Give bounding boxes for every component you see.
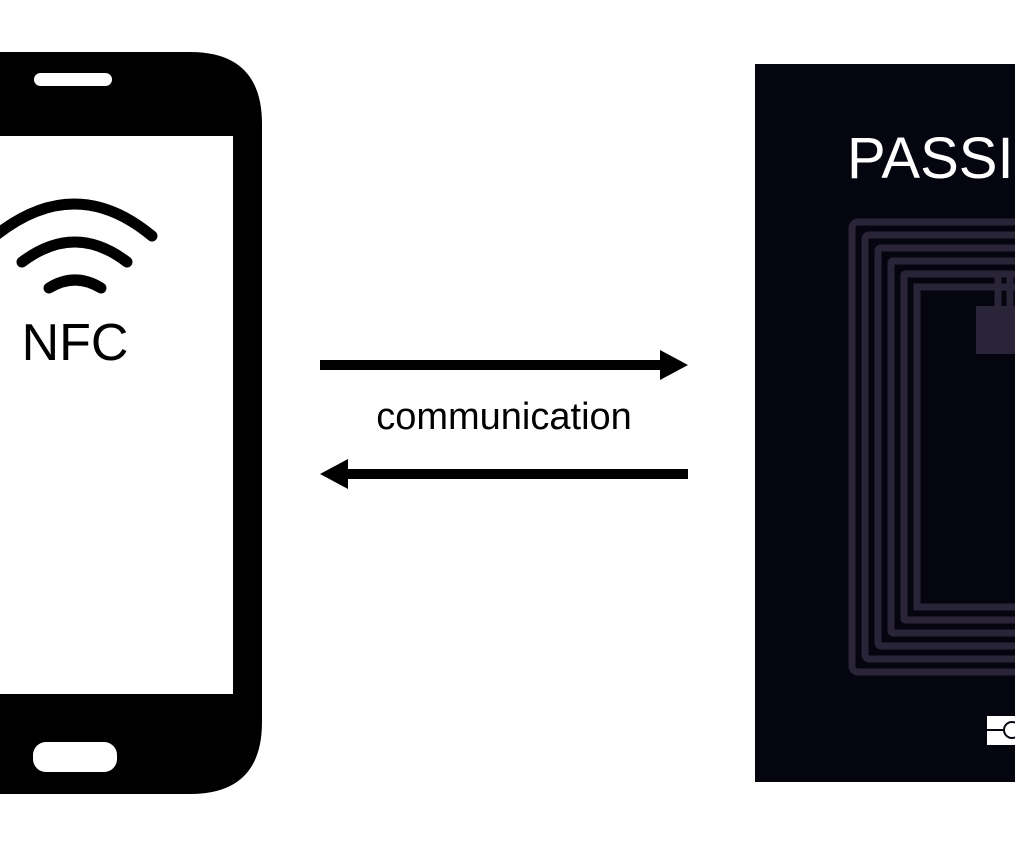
nfc-label: NFC: [22, 314, 129, 372]
nfc-waves-icon: [0, 198, 158, 294]
arrow-right-icon: [320, 350, 688, 380]
phone-earpiece: [34, 73, 112, 86]
biometric-chip-icon: [976, 306, 1015, 354]
arrow-left-icon: [320, 459, 688, 489]
rfid-antenna-icon: [848, 218, 1015, 676]
smartphone: NFC: [0, 52, 262, 794]
communication-label: communication: [376, 396, 632, 438]
phone-screen: [0, 136, 233, 694]
communication-link: communication: [320, 350, 688, 489]
epassport-symbol-icon: [987, 716, 1015, 745]
phone-home-button: [33, 742, 117, 772]
passport-title: PASSI: [847, 126, 1014, 191]
passport: PASSI: [755, 64, 1015, 782]
